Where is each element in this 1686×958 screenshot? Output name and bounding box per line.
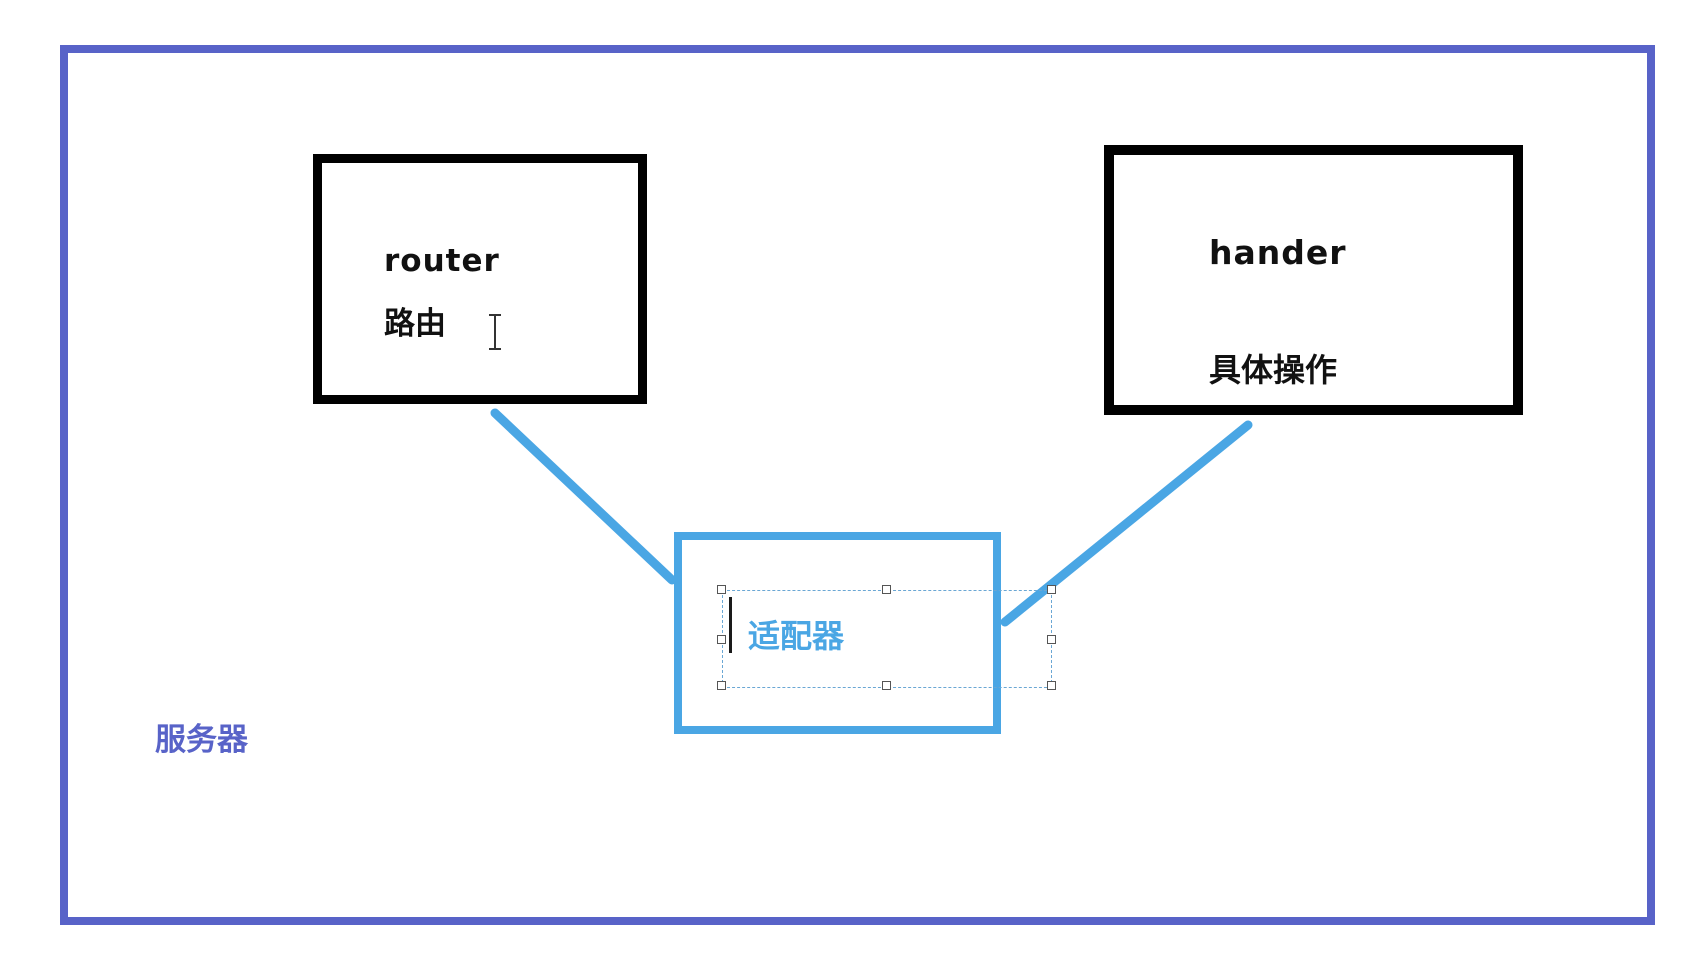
selection-handle-bottom-middle[interactable]	[882, 681, 891, 690]
selection-handle-bottom-right[interactable]	[1047, 681, 1056, 690]
server-label: 服务器	[155, 722, 248, 758]
router-box[interactable]	[313, 154, 647, 404]
router-label-en: router	[384, 243, 500, 279]
selection-handle-bottom-left[interactable]	[717, 681, 726, 690]
handler-label-zh: 具体操作	[1209, 351, 1338, 389]
handler-label-en: hander	[1209, 233, 1347, 272]
ibeam-cursor-icon	[489, 314, 501, 350]
server-frame	[60, 45, 1655, 925]
adapter-label[interactable]: 适配器	[748, 617, 845, 655]
router-adapter-connector	[490, 408, 677, 585]
selection-handle-middle-left[interactable]	[717, 635, 726, 644]
selection-handle-middle-right[interactable]	[1047, 635, 1056, 644]
handler-adapter-connector	[1000, 420, 1253, 627]
router-label-zh: 路由	[384, 306, 446, 342]
handler-box[interactable]	[1104, 145, 1523, 415]
text-caret	[729, 597, 732, 653]
selection-handle-top-left[interactable]	[717, 585, 726, 594]
selection-handle-top-right[interactable]	[1047, 585, 1056, 594]
adapter-box[interactable]	[674, 532, 1001, 734]
selection-handle-top-middle[interactable]	[882, 585, 891, 594]
